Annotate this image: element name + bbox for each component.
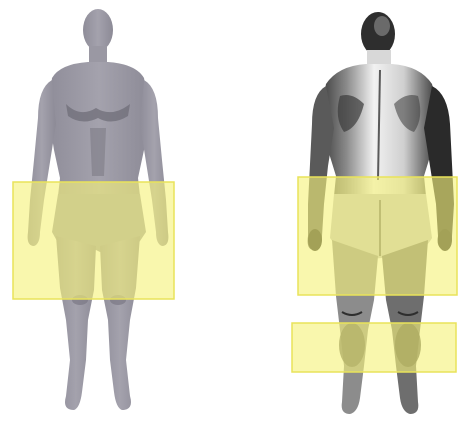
front-neck xyxy=(89,46,107,64)
back-hips-thighs-zone xyxy=(298,177,457,295)
back-calves-zone xyxy=(292,323,456,372)
front-hips-thighs-zone xyxy=(13,182,174,299)
back-head-highlight xyxy=(374,16,390,36)
front-abs-shadow xyxy=(90,128,106,176)
front-head xyxy=(83,9,113,51)
